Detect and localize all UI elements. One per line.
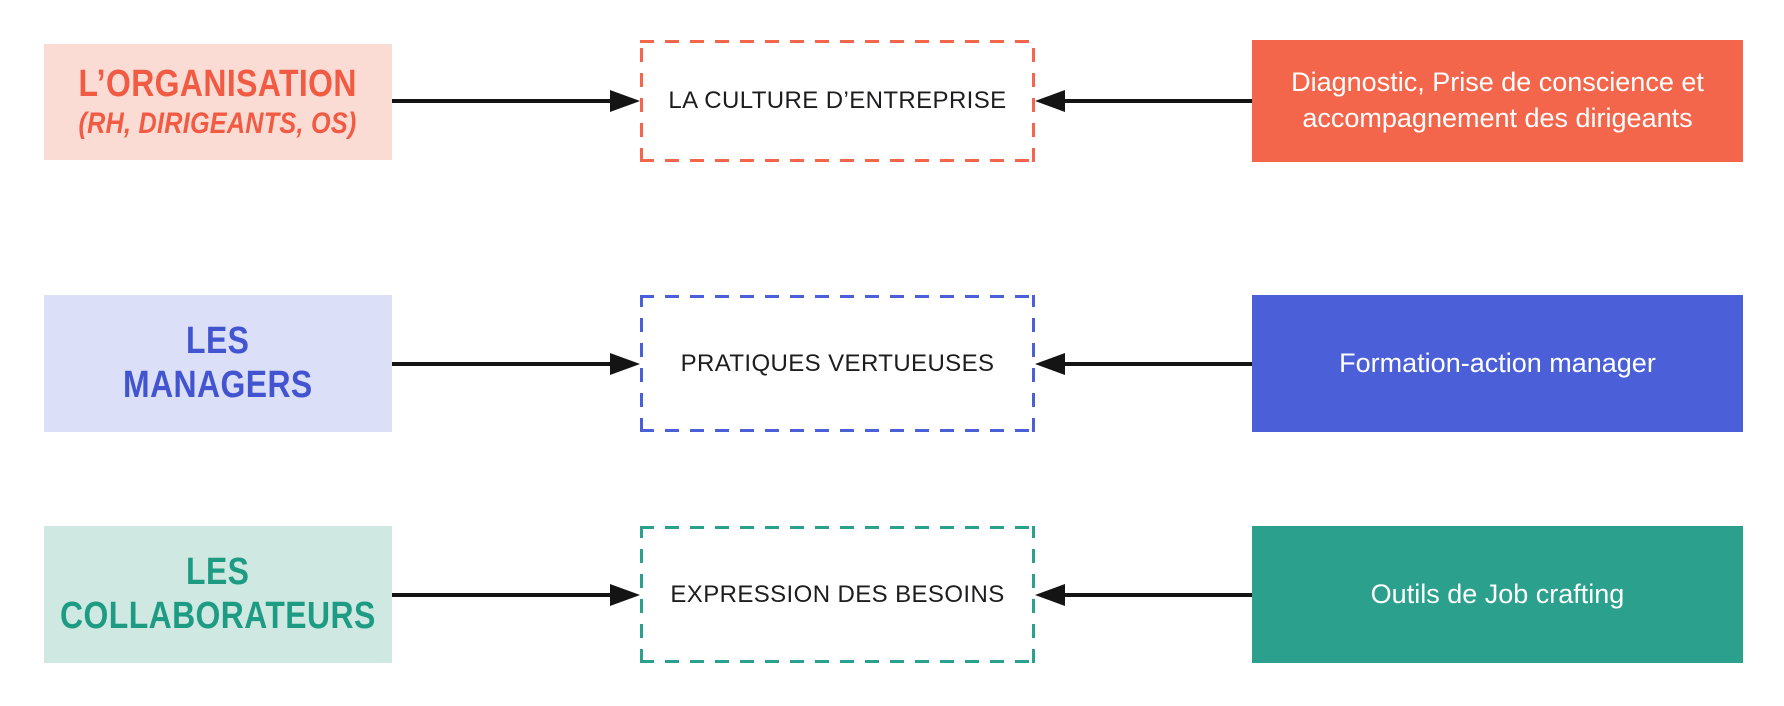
actor-subtitle: (RH, DIRIGEANTS, OS) [78,106,358,140]
actor-title: L’ORGANISATION [78,63,358,106]
actor-box-managers: LES MANAGERS [44,295,392,432]
target-label: PRATIQUES VERTUEUSES [680,349,995,377]
arrow-managers-to-pratiques-icon [392,352,640,376]
action-label: Formation-action manager [1339,347,1656,378]
actor-box-organisation: L’ORGANISATION (RH, DIRIGEANTS, OS) [44,44,392,160]
arrow-shaft [1065,592,1252,597]
action-box-formation: Formation-action manager [1252,295,1743,432]
arrow-shaft [392,99,610,103]
arrow-action-to-besoins-icon [1035,583,1252,607]
arrow-shaft [1065,99,1252,103]
arrowhead-left-icon [1035,583,1065,606]
arrowhead-right-icon [610,352,640,375]
actor-title-line2: COLLABORATEURS [60,594,376,637]
arrowhead-left-icon [1035,352,1065,375]
action-box-diagnostic: Diagnostic, Prise de conscience et accom… [1252,40,1743,162]
actor-box-collaborateurs: LES COLLABORATEURS [44,526,392,663]
arrow-action-to-pratiques-icon [1035,352,1252,376]
target-label: LA CULTURE D’ENTREPRISE [668,87,1007,114]
actor-title: LES [186,551,250,594]
action-box-jobcrafting: Outils de Job crafting [1252,526,1743,663]
arrow-action-to-culture-icon [1035,89,1252,113]
arrow-organisation-to-culture-icon [392,89,640,113]
target-box-besoins: EXPRESSION DES BESOINS [640,526,1035,663]
action-label: Diagnostic, Prise de conscience et accom… [1291,67,1704,133]
target-box-culture: LA CULTURE D’ENTREPRISE [640,40,1035,162]
actor-title-line2: MANAGERS [123,363,313,406]
arrow-shaft [392,361,610,366]
arrowhead-right-icon [610,583,640,606]
action-label: Outils de Job crafting [1370,578,1625,609]
target-label: EXPRESSION DES BESOINS [670,580,1005,608]
arrow-shaft [392,592,610,597]
target-box-pratiques: PRATIQUES VERTUEUSES [640,295,1035,432]
arrow-collaborateurs-to-besoins-icon [392,583,640,607]
actor-title: LES [186,320,250,363]
arrowhead-left-icon [1035,90,1065,112]
diagram-row-collaborateurs: LES COLLABORATEURS EXPRESSION DES BESOIN… [0,526,1784,663]
diagram-row-managers: LES MANAGERS PRATIQUES VERTUEUSES Format… [0,295,1784,432]
diagram-row-organisation: L’ORGANISATION (RH, DIRIGEANTS, OS) LA C… [0,40,1784,162]
arrow-shaft [1065,361,1252,366]
arrowhead-right-icon [610,90,640,112]
